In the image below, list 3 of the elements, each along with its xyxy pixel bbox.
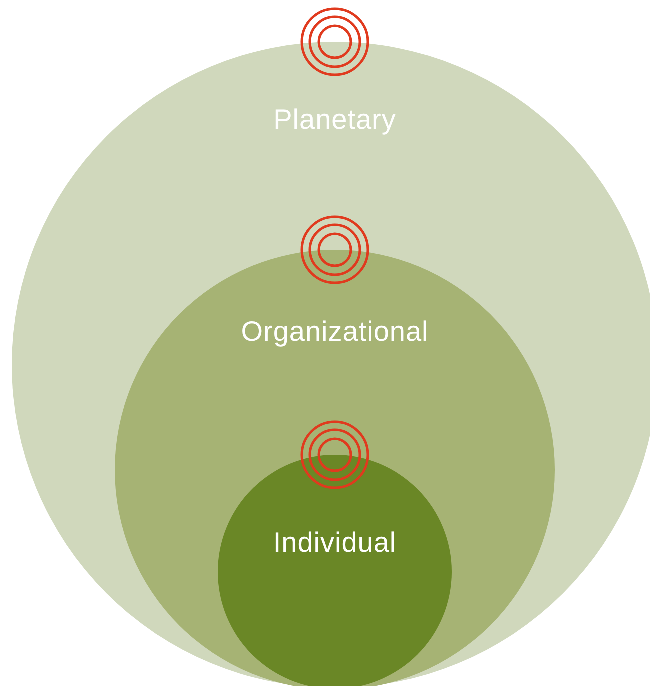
circle-label: Individual	[273, 527, 397, 559]
circle-label: Organizational	[241, 316, 429, 348]
circle-label: Planetary	[274, 104, 396, 136]
